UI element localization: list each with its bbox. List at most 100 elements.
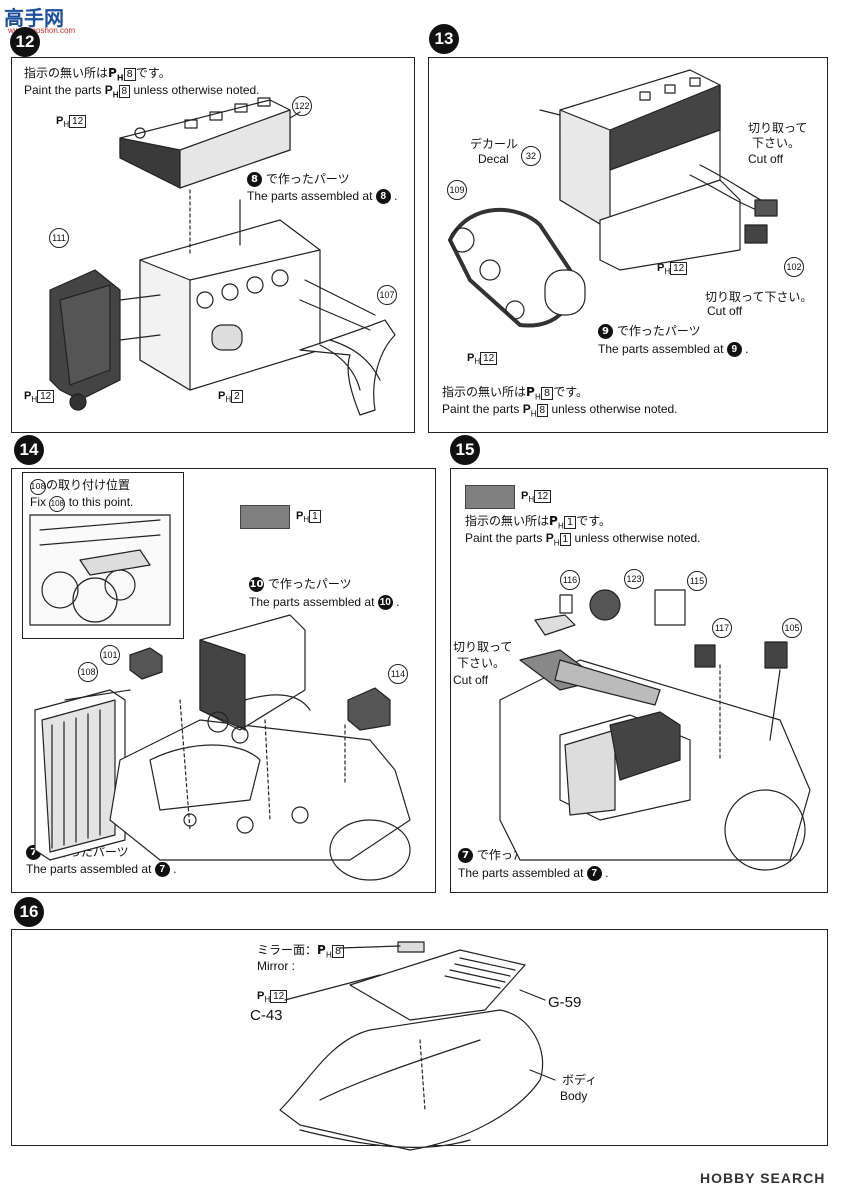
- leader-ph12: [284, 974, 381, 1001]
- step-ref-badge: 8: [247, 172, 262, 187]
- step-15-number: 15: [450, 435, 480, 465]
- part-num: 107: [379, 290, 395, 300]
- color-swatch-ph1: [240, 505, 290, 529]
- note-jp-end: です。: [135, 66, 171, 80]
- step-ref-badge: 7: [586, 866, 602, 882]
- step-15-cut-jp-1: 切り取って: [453, 640, 513, 654]
- inset-en-text: Fix: [30, 495, 46, 509]
- hobby-search-watermark: HOBBY SEARCH: [700, 1170, 825, 1186]
- part-num: 109: [449, 185, 465, 195]
- part-num: 102: [786, 262, 802, 272]
- step-ref-badge: 7: [154, 862, 170, 878]
- step-ref-badge: 7: [458, 848, 473, 863]
- inset-en: Fix 108 to this point.: [30, 495, 133, 512]
- step16-body: [279, 1009, 544, 1151]
- note-en-end: unless otherwise noted.: [574, 531, 701, 545]
- inset-jp: 108の取り付け位置: [30, 478, 130, 495]
- part-num: 114: [390, 669, 406, 679]
- step14-engine: [199, 614, 311, 744]
- cut-en-1: Cut off: [748, 152, 784, 166]
- inset-jp-text: の取り付け位置: [46, 478, 131, 492]
- step13-belt: [448, 207, 586, 328]
- ph-code: 12: [69, 115, 87, 128]
- paint-code: 8: [540, 387, 554, 400]
- step-14-assembled-en: The parts assembled at 10 .: [249, 595, 400, 611]
- step-12-assembled-jp: 8 で作ったパーツ: [247, 172, 350, 187]
- part-116-callout: 116: [560, 570, 580, 590]
- site-url: www.gaoshon.com: [8, 26, 75, 35]
- site-url-text: www.gaoshon.com: [8, 26, 76, 35]
- assembled-en-text: The parts assembled at: [598, 342, 724, 356]
- step12-exhaust-header: [299, 279, 396, 416]
- step-15-cut-en: Cut off: [453, 673, 489, 687]
- step-14-assembled7-en: The parts assembled at 7 .: [26, 862, 177, 878]
- step15-accessories: [534, 589, 788, 761]
- assembled-en-text: The parts assembled at: [249, 595, 375, 609]
- note-jp-end: です。: [553, 385, 589, 399]
- note-jp-text: 指示の無い所は: [442, 385, 527, 399]
- paint-code: 1: [559, 533, 572, 546]
- step-15-cut-jp-2: 下さい。: [457, 656, 506, 670]
- step-14-number-text: 14: [19, 440, 39, 459]
- assembled-jp-text: で作ったパーツ: [267, 577, 352, 591]
- assembled-en-text: The parts assembled at: [458, 866, 584, 880]
- part-num: 101: [102, 650, 118, 660]
- part-109-callout: 109: [447, 180, 467, 200]
- step-ref-badge: 9: [598, 324, 613, 339]
- color-swatch-ph12: [465, 485, 515, 509]
- body-jp: ボディ: [562, 1073, 598, 1087]
- inset-en-end: to this point.: [68, 495, 134, 509]
- ph-code: 12: [480, 352, 498, 365]
- step13-engine: [539, 69, 778, 271]
- part-108-inline: 108: [49, 495, 66, 512]
- step14-radiator: [34, 689, 131, 861]
- part-102-callout: 102: [784, 257, 804, 277]
- step12-engine-block: [139, 189, 321, 391]
- part-num: 115: [689, 576, 705, 586]
- step-ref-badge: 10: [377, 595, 393, 611]
- note-en-text: Paint the parts: [24, 83, 102, 97]
- part-num: 122: [294, 101, 310, 111]
- hobby-search-text: HOBBY SEARCH: [700, 1170, 826, 1186]
- step12-intake-plenum: [49, 269, 161, 411]
- step14-mount-114: [347, 687, 391, 731]
- part-num: 116: [562, 575, 578, 585]
- step-ref-badge: 9: [726, 342, 742, 358]
- step-13-assembled-en: The parts assembled at 9 .: [598, 342, 749, 358]
- ph-label: PH: [108, 66, 124, 83]
- step-16-number-text: 16: [19, 902, 39, 921]
- note-jp-text: 指示の無い所は: [465, 514, 550, 528]
- paint-code: 8: [536, 404, 549, 417]
- part-107-callout: 107: [377, 285, 397, 305]
- step-14-number: 14: [14, 435, 44, 465]
- leader-body: [529, 1069, 556, 1081]
- paint-code: 8: [118, 85, 131, 98]
- leader-mirror: [339, 945, 401, 949]
- step12-valve-cover: [119, 97, 301, 189]
- step-12-number: 12: [10, 27, 40, 57]
- decal-en: Decal: [478, 152, 509, 166]
- ph-code: 12: [37, 390, 55, 403]
- cut-en-2: Cut off: [707, 304, 743, 318]
- note-en-text: Paint the parts: [442, 402, 520, 416]
- step14-bracket-101: [129, 647, 163, 680]
- decal-jp: デカール: [470, 137, 519, 151]
- part-111-callout: 111: [49, 228, 69, 248]
- part-g59: G-59: [548, 994, 582, 1011]
- part-c43: C-43: [250, 1007, 283, 1024]
- mirror-jp-text: ミラー面：: [257, 943, 318, 957]
- note-en-text: Paint the parts: [465, 531, 543, 545]
- step-13-number: 13: [429, 24, 459, 54]
- part-123-callout: 123: [624, 569, 644, 589]
- ph-code: 12: [534, 490, 552, 503]
- step16-window-panel: [349, 941, 526, 1021]
